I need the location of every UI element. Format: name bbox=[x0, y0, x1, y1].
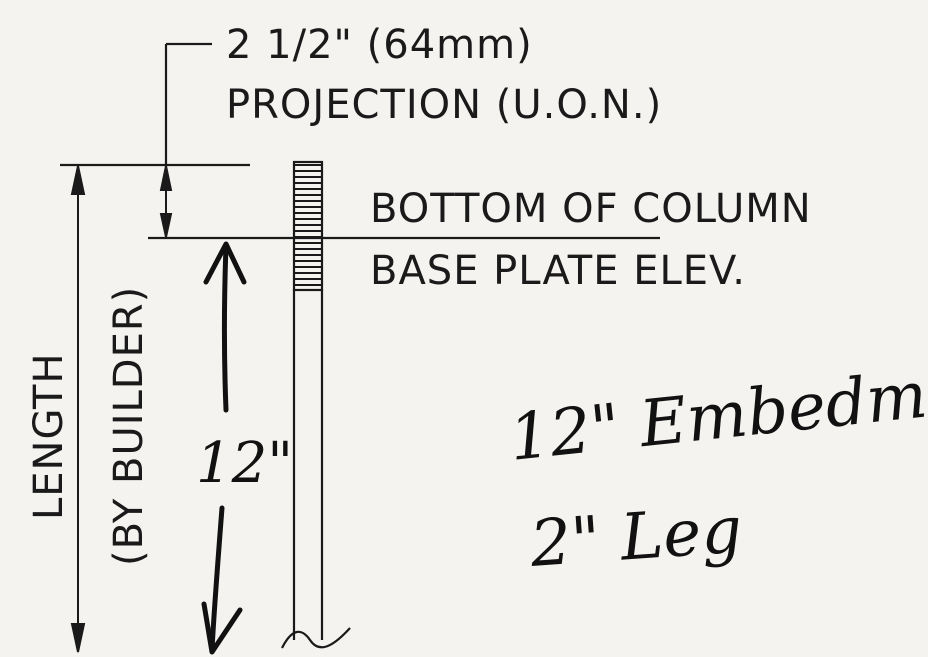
bottom-of-column-text: BOTTOM OF COLUMN bbox=[370, 186, 812, 232]
length-dimension-line bbox=[70, 165, 86, 653]
length-label-text: LENGTH bbox=[26, 352, 72, 520]
projection-leader bbox=[164, 42, 212, 165]
projection-label-text: PROJECTION (U.O.N.) bbox=[226, 82, 662, 128]
handwritten-embedment-arrow-down bbox=[201, 505, 243, 655]
bolt-threaded-section bbox=[292, 160, 324, 292]
projection-dimension-arrows bbox=[159, 165, 173, 238]
base-plate-elevation-text: BASE PLATE ELEV. bbox=[370, 248, 746, 294]
handwritten-12-inch-dimension: 12" bbox=[196, 431, 293, 496]
handwritten-embedment-note: 12" Embedment bbox=[506, 348, 928, 476]
anchor-bolt bbox=[281, 160, 351, 649]
bolt-break-line bbox=[281, 627, 351, 649]
projection-dimension-text: 2 1/2" (64mm) bbox=[226, 22, 533, 68]
by-builder-label-text: (BY BUILDER) bbox=[106, 286, 152, 566]
handwritten-leg-note: 2" Leg bbox=[527, 493, 744, 582]
handwritten-embedment-arrow-up bbox=[203, 241, 247, 413]
